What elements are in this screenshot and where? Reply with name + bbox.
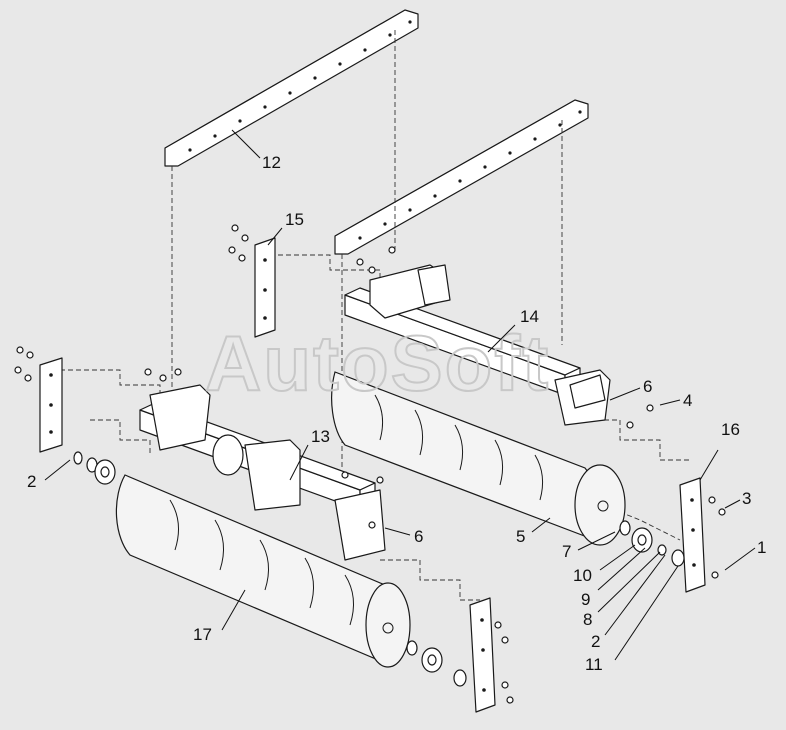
mounting-bar-lower xyxy=(334,99,589,255)
callout-14: 14 xyxy=(520,307,539,326)
callout-9: 9 xyxy=(581,590,590,609)
callouts: 12 15 14 6 4 13 16 2 6 3 5 7 1 10 9 8 2 xyxy=(27,129,766,674)
callout-1: 1 xyxy=(757,538,766,557)
right-side-plate-rear xyxy=(679,477,706,593)
leader-6b xyxy=(384,527,411,536)
callout-7: 7 xyxy=(562,542,571,561)
callout-6b: 6 xyxy=(414,527,423,546)
callout-10: 10 xyxy=(573,566,592,585)
callout-8: 8 xyxy=(583,610,592,629)
leader-14 xyxy=(487,324,516,353)
leader-11 xyxy=(614,565,679,661)
callout-16: 16 xyxy=(721,420,740,439)
leader-15 xyxy=(267,227,283,246)
front-bearing-set xyxy=(73,451,116,485)
alignment-lines xyxy=(60,30,690,601)
left-side-plate-front xyxy=(39,357,63,453)
leader-5 xyxy=(531,517,551,533)
rear-drum xyxy=(331,371,626,546)
leader-2a xyxy=(44,459,71,481)
mounting-bar-upper xyxy=(164,9,419,167)
left-side-plate-rear xyxy=(254,237,276,338)
callout-11: 11 xyxy=(585,655,603,674)
callout-5: 5 xyxy=(516,527,525,546)
callout-17: 17 xyxy=(193,625,212,644)
callout-2a: 2 xyxy=(27,472,36,491)
leader-12 xyxy=(231,129,261,159)
callout-13: 13 xyxy=(311,427,330,446)
leader-17 xyxy=(221,589,246,631)
callout-15: 15 xyxy=(285,210,304,229)
right-side-plate-front xyxy=(469,597,496,713)
leader-3 xyxy=(724,499,741,509)
callout-12: 12 xyxy=(262,153,281,172)
callout-3: 3 xyxy=(742,489,751,508)
leader-4 xyxy=(659,399,681,406)
leader-9 xyxy=(597,547,646,591)
callout-2b: 2 xyxy=(591,632,600,651)
leader-7 xyxy=(577,531,616,551)
rear-brackets xyxy=(369,264,611,426)
watermark: AutoSoft xyxy=(205,319,550,407)
leader-1 xyxy=(724,547,756,571)
leader-10 xyxy=(599,544,636,571)
bolts xyxy=(14,224,726,704)
callout-6a: 6 xyxy=(643,377,652,396)
callout-4: 4 xyxy=(683,391,692,410)
leader-16 xyxy=(699,449,719,481)
leader-8 xyxy=(597,551,661,613)
front-right-bearing-set xyxy=(406,640,467,687)
leader-6a xyxy=(609,387,641,401)
leader-13 xyxy=(289,444,309,481)
rear-bearing-set xyxy=(619,520,685,567)
front-brackets xyxy=(149,384,386,561)
front-drum xyxy=(115,474,411,668)
leader-2b xyxy=(604,554,666,636)
